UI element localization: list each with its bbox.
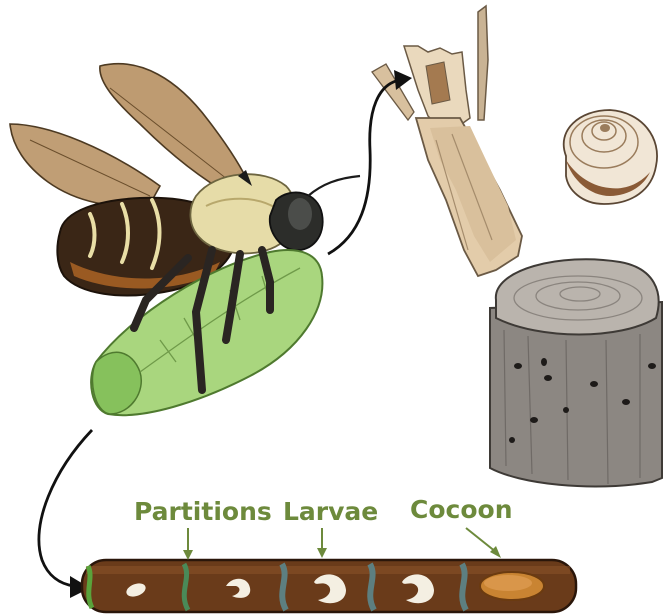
snail-shell bbox=[564, 110, 657, 204]
larvae-label: Larvae bbox=[283, 498, 378, 526]
hollow-twig bbox=[372, 6, 522, 276]
cocoon-label: Cocoon bbox=[410, 496, 513, 524]
partitions-label: Partitions bbox=[134, 498, 272, 526]
arrow-to-nest-sites bbox=[328, 80, 400, 254]
arrow-to-nest-tunnel bbox=[39, 430, 92, 586]
tree-stump bbox=[490, 259, 662, 486]
leaf-partition-3 bbox=[370, 564, 374, 610]
nest-tunnel bbox=[82, 560, 576, 612]
label-pointers bbox=[183, 528, 501, 560]
leaf-partition-1 bbox=[184, 564, 188, 610]
bee-lower-wing bbox=[10, 124, 160, 206]
arrow-to-nest-sites-head bbox=[394, 70, 412, 90]
leaf-partition-4 bbox=[462, 564, 466, 610]
bee-antenna bbox=[308, 176, 360, 196]
leaf-partition-2 bbox=[282, 564, 286, 610]
